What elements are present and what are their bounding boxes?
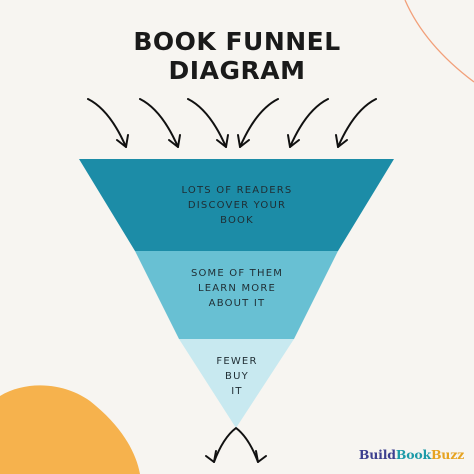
curved-arrow-down-icon — [287, 98, 329, 148]
funnel-stage-2 — [135, 251, 338, 339]
decorative-curve — [404, 0, 474, 83]
curved-arrow-down-icon — [187, 98, 229, 148]
funnel-stage-2-line: ABOUT IT — [208, 298, 266, 309]
funnel-stage-1 — [79, 159, 394, 251]
curved-arrow-down-icon — [139, 98, 181, 148]
diagram-title-line-1: BOOK FUNNEL — [133, 27, 341, 56]
funnel-stage-2-label: SOME OF THEM LEARN MORE ABOUT IT — [165, 266, 309, 311]
brand-logo-part: Build — [358, 447, 396, 462]
funnel-stage-3-line: IT — [231, 386, 243, 397]
split-arrow-down-icon — [205, 427, 267, 463]
funnel-stage-3-line: BUY — [225, 371, 249, 382]
brand-logo-part: Book — [395, 447, 431, 462]
funnel-stage-3-label: FEWER BUY IT — [195, 354, 279, 399]
curved-arrow-down-icon — [87, 98, 129, 148]
brand-logo-part: Buzz — [430, 447, 464, 462]
funnel-stage-2-line: SOME OF THEM — [190, 268, 284, 279]
funnel-stage-1-label: LOTS OF READERS DISCOVER YOUR BOOK — [150, 183, 324, 228]
curved-arrow-down-icon — [335, 98, 377, 148]
brand-logo: BuildBookBuzz — [359, 447, 464, 462]
funnel-stage-3-line: FEWER — [216, 356, 258, 367]
funnel-stage-1-line: LOTS OF READERS — [181, 185, 293, 196]
decorative-blob — [0, 385, 140, 474]
funnel-stage-1-line: BOOK — [220, 215, 254, 226]
funnel-stage-1-line: DISCOVER YOUR — [187, 200, 287, 211]
funnel-stage-2-line: LEARN MORE — [197, 283, 277, 294]
diagram-title-line-2: DIAGRAM — [168, 56, 306, 85]
curved-arrow-down-icon — [237, 98, 279, 148]
funnel-stage-3 — [179, 339, 294, 428]
